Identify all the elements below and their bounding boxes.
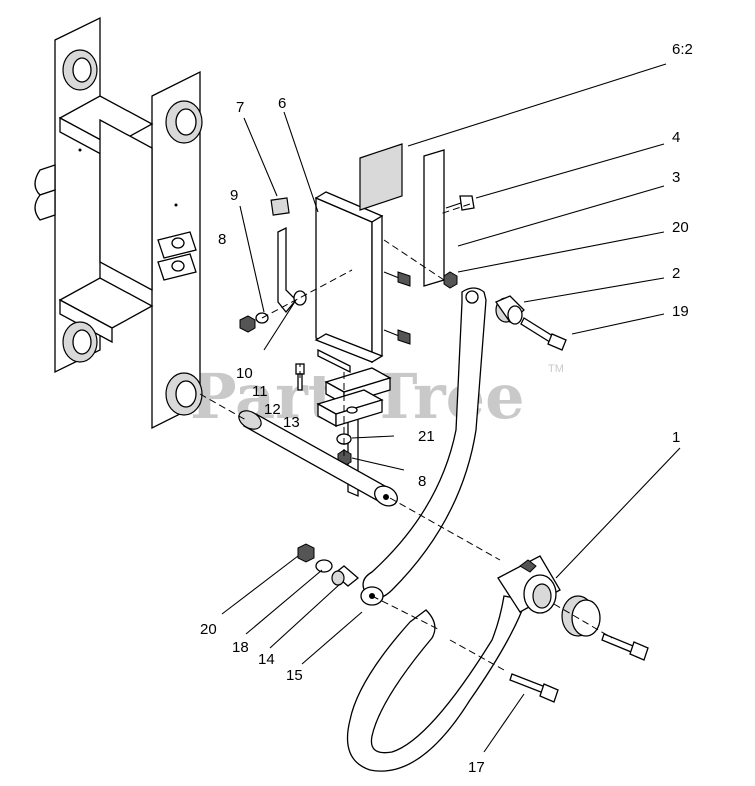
callout-2: 2 [672, 265, 680, 282]
callout-21: 21 [418, 428, 435, 445]
part-1-pedal [346, 555, 561, 772]
callout-10: 10 [236, 365, 253, 382]
pedal-roller [561, 595, 601, 637]
callout-18: 18 [232, 639, 249, 656]
part-4-screw [445, 195, 475, 211]
callout-labels: 6:2 7 6 4 3 20 2 19 9 8 10 11 12 13 21 8… [200, 41, 693, 776]
callout-9: 9 [230, 187, 238, 204]
part-7 [270, 197, 290, 216]
part-20-nut-lower [297, 543, 315, 563]
callout-19: 19 [672, 303, 689, 320]
callout-7: 7 [236, 99, 244, 116]
leader-lines [221, 63, 681, 753]
callout-4: 4 [672, 129, 680, 146]
part-13-block [316, 389, 384, 428]
part-14-spacer [331, 565, 360, 587]
part-10b-washer [293, 290, 307, 306]
bracket-bolts [383, 271, 411, 345]
callout-20-upper: 20 [672, 219, 689, 236]
pedal-bolt [601, 633, 649, 661]
callout-8-upper: 8 [218, 231, 226, 248]
part-20-nut-right [443, 271, 458, 289]
part-19-bolt [520, 317, 567, 351]
watermark-tm: TM [548, 363, 564, 375]
bracket-6 [314, 191, 384, 497]
callout-20-lower: 20 [200, 621, 217, 638]
callout-3: 3 [672, 169, 680, 186]
callout-15: 15 [286, 667, 303, 684]
callout-6: 6 [278, 95, 286, 112]
plate-3 [423, 149, 445, 287]
alignment-lines [199, 203, 613, 671]
callout-11: 11 [252, 383, 268, 400]
part-8-nut-upper [239, 315, 256, 333]
frame-assembly [34, 16, 203, 430]
callout-8-lower: 8 [418, 473, 426, 490]
callout-14: 14 [258, 651, 275, 668]
callout-12: 12 [264, 401, 281, 418]
part-18-washer [315, 559, 333, 573]
part-2-spacer [495, 295, 525, 325]
callout-13: 13 [283, 414, 300, 431]
pivot-shaft [238, 410, 398, 507]
part-17-bolt [509, 673, 559, 703]
callout-1: 1 [672, 429, 680, 446]
callout-6-2: 6:2 [672, 41, 693, 58]
label-6-2 [359, 143, 403, 211]
part-9 [277, 226, 297, 314]
callout-17: 17 [468, 759, 485, 776]
